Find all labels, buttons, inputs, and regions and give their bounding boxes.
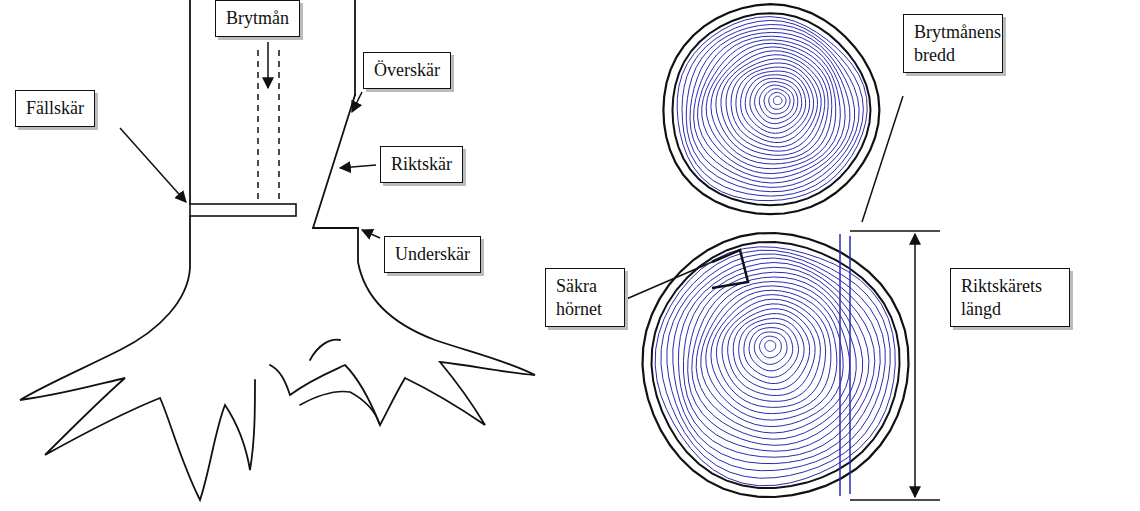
year-ring [688,272,863,445]
label-box: Säkra hörnet [545,268,625,327]
label-box: Överskär [363,52,451,89]
year-ring [764,89,790,114]
year-ring [721,55,825,156]
label-text: Underskär [395,243,470,266]
label-text: Fällskär [26,97,84,120]
year-ring [739,318,804,383]
year-ring [733,314,809,390]
year-ring [682,20,863,196]
year-ring [744,323,799,377]
year-ring [726,59,821,151]
year-ring [667,254,885,471]
length-dimension [850,231,940,500]
year-ring [698,36,846,178]
bark-outline [663,4,879,214]
year-ring [760,336,782,358]
year-ring [728,309,815,396]
year-ring [702,40,841,174]
label-text: Brytmånens bredd [914,21,992,66]
felling-cut [190,204,296,216]
year-ring [694,32,850,183]
bark-inner [652,242,900,488]
year-ring [711,47,832,164]
label-box: Riktskär [380,146,463,183]
label-box: Underskär [384,236,481,273]
label-box: Fällskär [15,90,95,127]
label-text: Överskär [374,59,440,82]
year-ring [745,75,806,134]
year-ring [755,82,798,124]
label-box: Brytmån [215,0,300,37]
year-ring [765,341,776,352]
bark-outline [643,233,909,497]
label-box: Riktskärets längd [950,268,1070,327]
year-ring [750,78,802,128]
year-ring [690,29,855,188]
directional-cut-lines [840,234,850,496]
year-ring [754,332,787,364]
year-ring [716,299,825,407]
label-text: Säkra hörnet [556,275,614,320]
year-ring [759,85,794,119]
year-ring [736,67,814,142]
log-cross-sections [643,4,909,497]
year-ring [678,263,874,458]
year-ring [749,328,793,371]
year-ring [773,96,782,104]
year-ring [706,43,836,168]
safe-corner [712,250,748,288]
year-ring [692,277,856,439]
year-ring [655,247,895,486]
tree-stump [20,0,535,500]
label-text: Brytmån [226,7,289,30]
bark-inner [673,13,871,205]
year-ring [661,250,890,478]
year-ring [706,290,837,420]
label-box: Brytmånens bredd [903,14,1003,73]
year-ring [696,282,850,434]
year-ring [722,304,820,401]
year-ring [711,295,831,414]
year-ring [731,63,817,147]
leader-arrows [120,42,903,300]
year-ring [716,51,828,160]
year-ring [673,258,880,464]
year-ring [701,286,843,427]
year-ring [684,267,869,451]
year-ring [741,71,810,138]
year-ring [769,92,786,109]
label-text: Riktskär [391,153,452,176]
label-text: Riktskärets längd [961,275,1059,320]
year-ring [677,17,867,201]
